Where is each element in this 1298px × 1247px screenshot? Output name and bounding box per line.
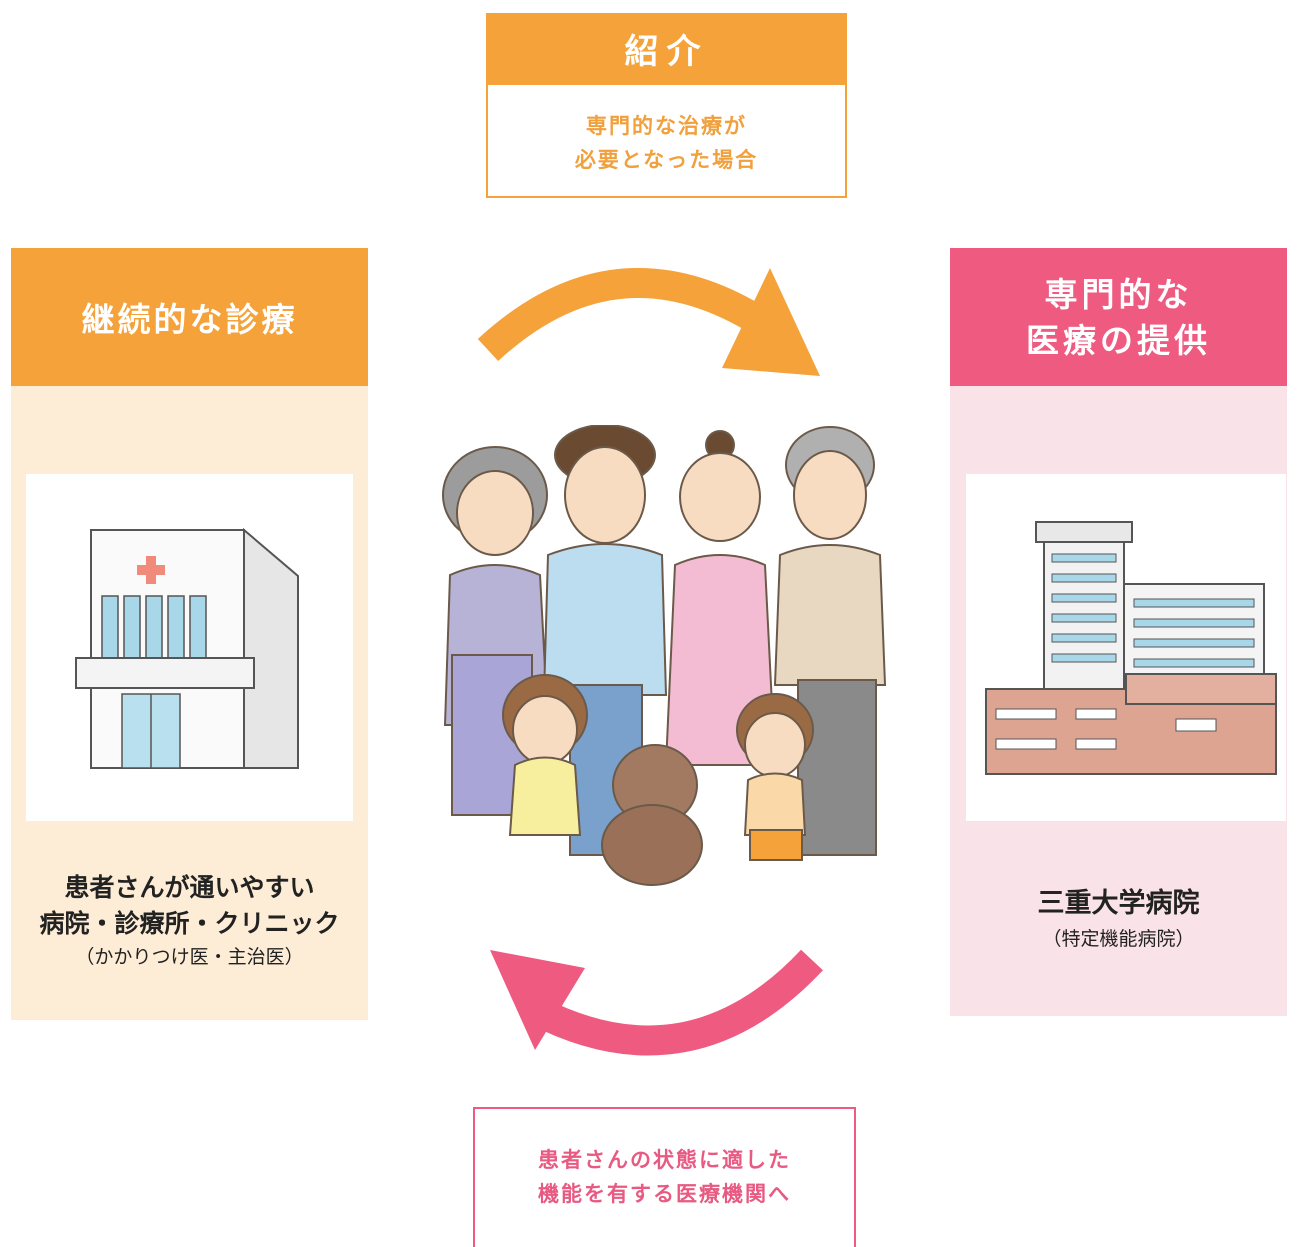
right-caption-line-1: 三重大学病院 xyxy=(1037,888,1200,919)
left-caption-line-2: 病院・診療所・クリニック xyxy=(39,909,340,938)
referral-line-2: 必要となった場合 xyxy=(574,148,759,172)
arrow-left-icon xyxy=(490,949,823,1056)
right-panel-title: 専門的な 医療の提供 xyxy=(950,248,1287,386)
clinic-image-frame xyxy=(26,474,353,821)
family-illustration xyxy=(442,425,887,886)
right-caption: 三重大学病院 （特定機能病院） xyxy=(950,885,1287,955)
hospital-icon xyxy=(985,521,1277,775)
return-line-1: 患者さんの状態に適した xyxy=(538,1148,791,1172)
referral-title-text: 紹介 xyxy=(624,31,709,72)
arrow-right-icon xyxy=(477,268,820,376)
return-description: 患者さんの状態に適した 機能を有する医療機関へ xyxy=(473,1107,856,1247)
hospital-image-frame xyxy=(966,474,1286,821)
left-caption-line-1: 患者さんが通いやすい xyxy=(64,873,315,902)
left-panel-title: 継続的な診療 xyxy=(11,248,368,386)
right-panel-title-line-1: 専門的な xyxy=(1044,275,1193,314)
left-caption: 患者さんが通いやすい 病院・診療所・クリニック （かかりつけ医・主治医） xyxy=(11,870,368,972)
right-caption-line-2: （特定機能病院） xyxy=(1042,928,1195,950)
left-panel-title-text: 継続的な診療 xyxy=(81,300,298,339)
referral-title: 紹介 xyxy=(486,13,847,83)
left-caption-line-3: （かかりつけ医・主治医） xyxy=(75,946,304,968)
return-line-2: 機能を有する医療機関へ xyxy=(538,1182,791,1206)
clinic-icon xyxy=(75,527,299,769)
referral-line-1: 専門的な治療が xyxy=(586,114,747,138)
referral-description: 専門的な治療が 必要となった場合 xyxy=(486,83,847,198)
right-panel-title-line-2: 医療の提供 xyxy=(1026,321,1211,360)
